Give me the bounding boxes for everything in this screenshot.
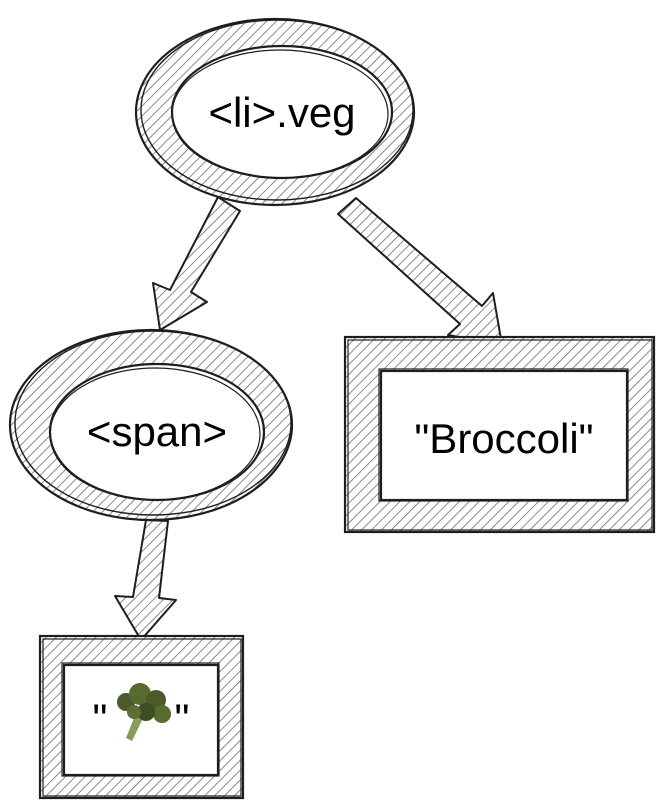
arrow-li-to-span — [152, 196, 241, 331]
node-li-veg: <li>.veg — [134, 17, 416, 207]
emoji-open-quote: " — [93, 695, 108, 742]
broccoli-icon — [117, 683, 171, 741]
emoji-close-quote: " — [175, 695, 190, 742]
node-text-emoji: " " — [38, 634, 245, 800]
node-text-broccoli: "Broccoli" — [343, 335, 656, 534]
edges — [114, 196, 503, 641]
arrow-li-to-broccoli — [337, 197, 503, 346]
node-span-label: <span> — [87, 408, 227, 455]
node-span: <span> — [8, 328, 294, 522]
node-li-veg-label: <li>.veg — [208, 89, 355, 136]
node-text-broccoli-label: "Broccoli" — [414, 415, 593, 462]
arrow-span-to-emoji — [114, 519, 177, 641]
